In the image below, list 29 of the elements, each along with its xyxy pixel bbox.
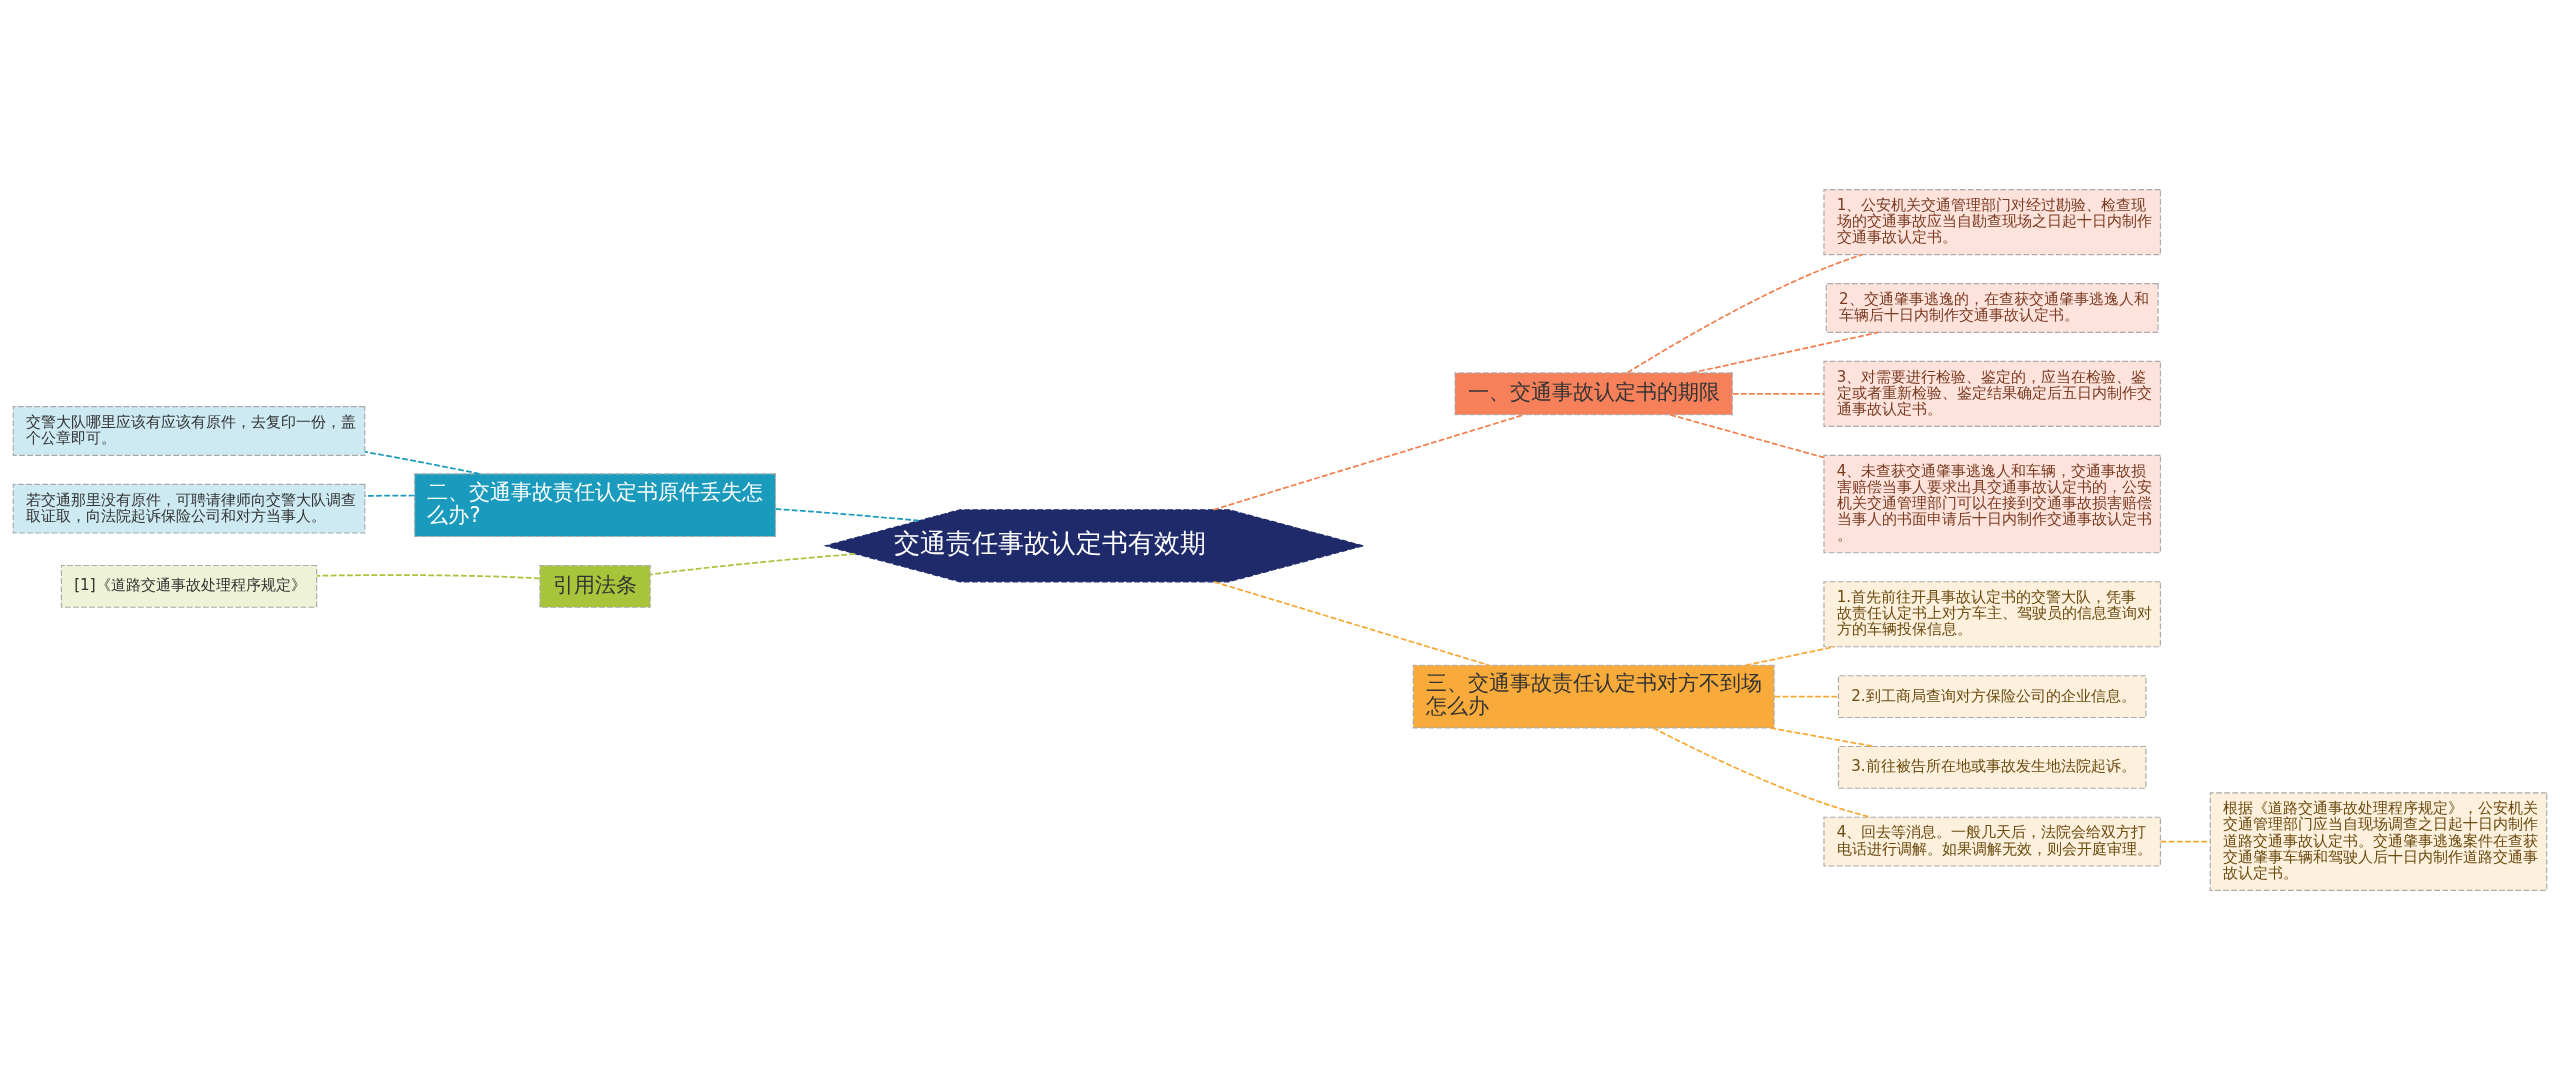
connector: [1744, 645, 1836, 666]
node-box: 一、交通事故认定书的期限: [1454, 371, 1733, 415]
node-box: 3、对需要进行检验、鉴定的，应当在检验、鉴定或者重新检验、鉴定结果确定后五日内制作交通事故认定书。: [1823, 360, 2161, 427]
connector: [1769, 726, 1875, 747]
connector: [1213, 580, 1490, 666]
connector: [774, 507, 920, 522]
node-box: [1]《道路交通事故处理程序规定》: [60, 564, 318, 608]
connector: [364, 494, 416, 497]
connector: [1773, 695, 1840, 697]
node-box: 二、交通事故责任认定书原件丢失怎么办?: [414, 472, 777, 537]
node-box: 根据《道路交通事故处理程序规定》，公安机关交通管理部门应当自现场调查之日起十日内制作道路交通事故认定书。交通肇事逃逸案件在查获交通肇事车辆和驾驶人后十日内制作道路交通事故认定书。: [2209, 791, 2548, 891]
node-box: 三、交通事故责任认定书对方不到场怎么办: [1412, 664, 1775, 729]
connector: [2159, 840, 2211, 842]
node-box: 3.前往被告所在地或事故发生地法院起诉。: [1837, 745, 2147, 789]
connector: [1669, 413, 1825, 458]
node-box: 2.到工商局查询对方保险公司的企业信息。: [1837, 674, 2147, 718]
node-box: 交警大队哪里应该有应该有原件，去复印一份，盖个公章即可。: [12, 405, 366, 456]
node-box: 1、公安机关交通管理部门对经过勘验、检查现场的交通事故应当自勘查现场之日起十日内制作交通事故认定书。: [1823, 188, 2161, 255]
connector: [315, 573, 541, 579]
node-box: 1.首先前往开具事故认定书的交警大队，凭事故责任认定书上对方车主、驾驶员的信息查询对方的车辆投保信息。: [1823, 580, 2161, 647]
node-box: 引用法条: [539, 564, 651, 608]
connector: [649, 552, 857, 575]
node-box: 4、未查获交通肇事逃逸人和车辆，交通事故损害赔偿当事人要求出具交通事故认定书的，公安机关交通管理部门可以在接到交通事故损害赔偿当事人的书面申请后十日内制作交通事故认定书。: [1823, 454, 2161, 553]
node-box: 2、交通肇事逃逸的，在查获交通肇事逃逸人和车辆后十日内制作交通事故认定书。: [1825, 282, 2159, 333]
node-box: 若交通那里没有原件，可聘请律师向交警大队调查取证取，向法院起诉保险公司和对方当事人。: [12, 483, 366, 534]
connector: [1626, 253, 1864, 374]
node-box: 4、回去等消息。一般几天后，法院会给双方打电话进行调解。如果调解无效，则会开庭审理。: [1823, 816, 2161, 867]
connector: [364, 450, 481, 475]
connector: [1732, 392, 1825, 395]
